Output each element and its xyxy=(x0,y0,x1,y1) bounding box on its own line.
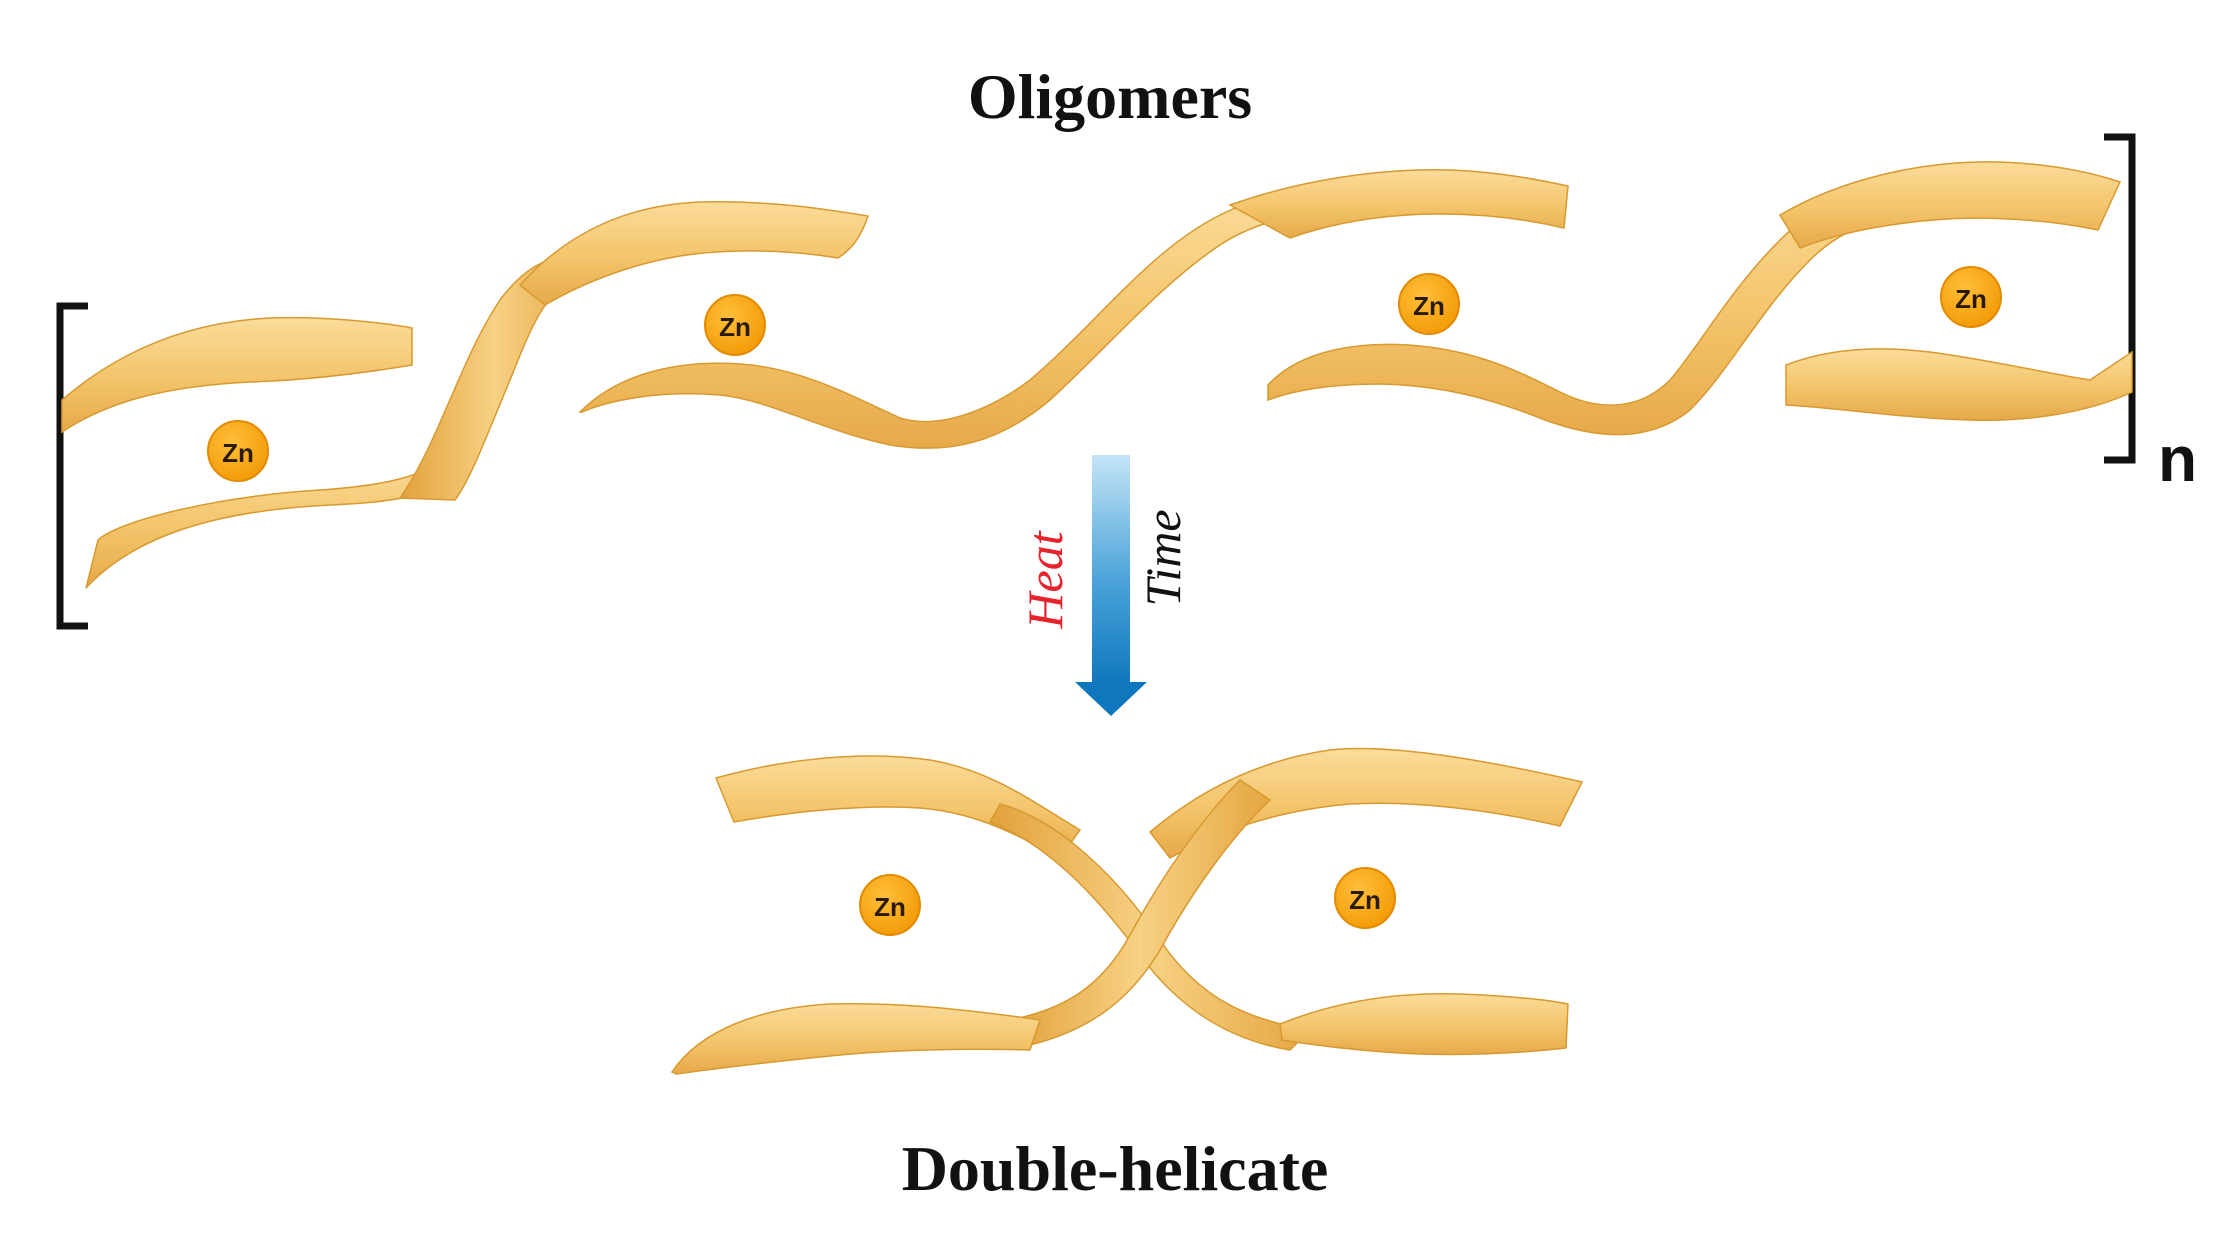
ribbon-strand xyxy=(1279,992,1569,1056)
ribbon-strand xyxy=(670,1002,1041,1075)
double-helicate-title: Double-helicate xyxy=(902,1133,1329,1204)
zinc-ion: Zn xyxy=(1398,273,1460,335)
zinc-label: Zn xyxy=(1955,284,1987,314)
ribbon-strand xyxy=(1148,747,1584,859)
ribbon-strand xyxy=(518,200,869,306)
right-bracket xyxy=(2104,133,2136,464)
ribbon-strand xyxy=(1778,161,2122,249)
heat-label: Heat xyxy=(1017,530,1073,629)
zinc-ion: Zn xyxy=(704,294,766,356)
oligomer-ribbons xyxy=(61,161,2133,591)
reaction-arrow xyxy=(1075,455,1147,716)
ribbon-strand xyxy=(1785,348,2133,421)
zinc-label: Zn xyxy=(874,892,906,922)
ribbon-strand xyxy=(61,316,413,434)
zinc-label: Zn xyxy=(719,312,751,342)
oligomers-title: Oligomers xyxy=(968,61,1252,132)
double-helicate-ribbons xyxy=(670,747,1584,1075)
left-bracket xyxy=(56,302,88,630)
zinc-ion: Zn xyxy=(859,874,921,936)
time-label: Time xyxy=(1135,509,1191,606)
ribbon-strand xyxy=(714,755,1082,859)
zinc-label: Zn xyxy=(1349,885,1381,915)
zinc-ion: Zn xyxy=(1940,266,2002,328)
zinc-label: Zn xyxy=(222,438,254,468)
zinc-ion: Zn xyxy=(1334,867,1396,929)
zinc-ion: Zn xyxy=(207,420,269,482)
zinc-label: Zn xyxy=(1413,291,1445,321)
ribbon-strand xyxy=(1228,169,1569,239)
ribbon-strand xyxy=(84,454,472,591)
repeat-subscript-n: n xyxy=(2158,423,2197,495)
